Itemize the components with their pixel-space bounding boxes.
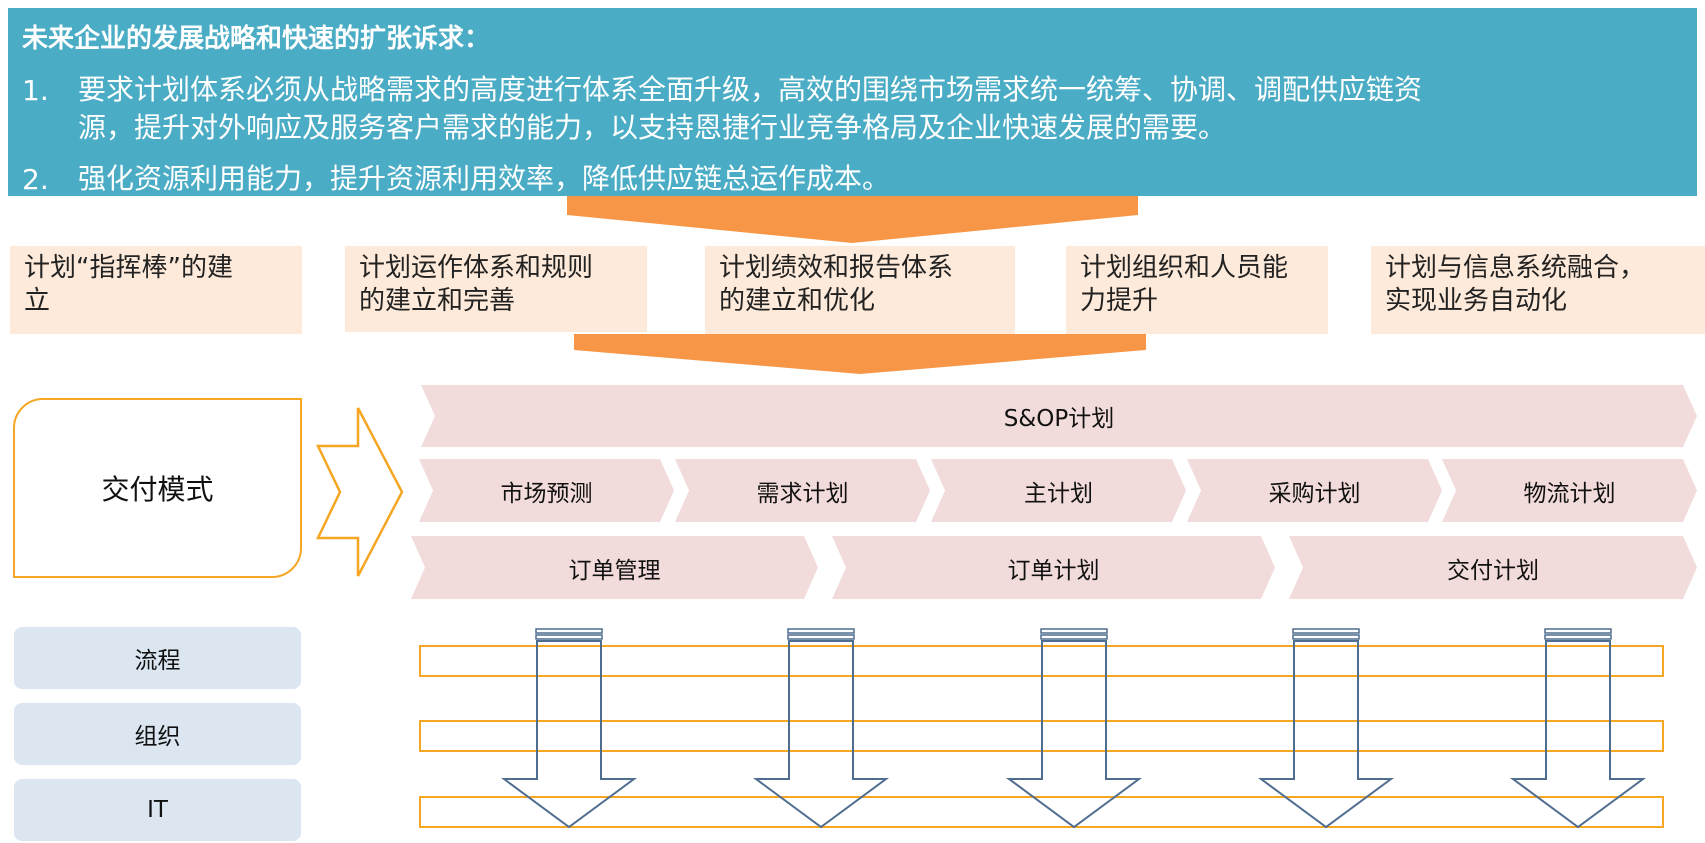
order-chevron-management: 订单管理 [411,536,818,599]
plan-demand-label: 需求计划 [756,480,849,507]
order-chevron-planning: 订单计划 [832,536,1275,599]
down-arrow-5 [1509,628,1647,829]
pillar-performance-line2: 的建立和优化 [719,286,876,316]
top-band [567,196,1138,243]
pillar-performance-line1: 计划绩效和报告体系 [719,253,954,283]
banner-item-2-number: 2. [22,163,49,196]
order-delivery-label: 交付计划 [1447,557,1539,584]
order-chevron-delivery: 交付计划 [1289,536,1697,599]
pillar-operating-line2: 的建立和完善 [359,286,516,316]
plan-chevron-forecast: 市场预测 [419,459,674,522]
plan-purchase-label: 采购计划 [1268,480,1361,507]
down-arrow-3 [1005,628,1143,829]
down-arrow-2 [752,628,890,829]
banner-title: 未来企业的发展战略和快速的扩张诉求： [22,24,491,54]
right-arrow-icon [316,407,404,577]
delivery-model-box: 交付模式 [13,398,302,578]
banner-item-2-line1: 强化资源利用能力，提升资源利用效率，降低供应链总运作成本。 [78,162,891,195]
foundation-it-label: IT [147,797,168,823]
foundation-it: IT [14,779,301,841]
pillar-baton-line1: 计划“指挥棒”的建 [24,253,233,283]
foundation-organization-label: 组织 [134,724,181,750]
foundation-organization: 组织 [14,703,301,765]
plan-master-label: 主计划 [1024,480,1093,507]
banner-item-1-line2: 源，提升对外响应及服务客户需求的能力，以支持恩捷行业竞争格局及企业快速发展的需要… [78,111,1227,144]
plan-logistics-label: 物流计划 [1523,480,1616,507]
pillar-organization-line1: 计划组织和人员能 [1080,253,1289,283]
foundation-process-label: 流程 [134,648,181,674]
pillar-it-line1: 计划与信息系统融合， [1385,253,1646,283]
pillar-it-integration: 计划与信息系统融合， 实现业务自动化 [1371,246,1705,334]
foundation-process: 流程 [14,627,301,689]
pillar-organization-line2: 力提升 [1080,286,1159,316]
banner-item-1-line1: 要求计划体系必须从战略需求的高度进行体系全面升级，高效的围绕市场需求统一统筹、协… [78,73,1423,106]
order-planning-label: 订单计划 [1007,557,1100,584]
down-arrow-4 [1257,628,1395,829]
sop-label: S&OP计划 [1003,406,1115,432]
pillar-baton-line2: 立 [24,286,51,316]
delivery-model-label: 交付模式 [101,473,214,506]
sop-chevron: S&OP计划 [421,385,1697,447]
it-bar [419,796,1664,828]
bottom-band [574,334,1146,374]
pillar-organization: 计划组织和人员能 力提升 [1066,246,1328,334]
plan-forecast-label: 市场预测 [500,480,593,507]
pillar-it-line2: 实现业务自动化 [1385,286,1568,316]
pillar-operating-system: 计划运作体系和规则 的建立和完善 [345,246,647,332]
banner-item-1-number: 1. [22,74,49,107]
plan-chevron-demand: 需求计划 [675,459,930,522]
plan-chevron-logistics: 物流计划 [1442,459,1697,522]
pillar-performance: 计划绩效和报告体系 的建立和优化 [705,246,1015,334]
plan-chevron-master: 主计划 [931,459,1186,522]
order-management-label: 订单管理 [568,557,661,584]
pillar-operating-line1: 计划运作体系和规则 [359,253,594,283]
plan-chevron-purchase: 采购计划 [1187,459,1442,522]
strategy-banner: 未来企业的发展战略和快速的扩张诉求： 1. 要求计划体系必须从战略需求的高度进行… [8,8,1697,196]
pillar-baton: 计划“指挥棒”的建 立 [10,246,302,334]
down-arrow-1 [500,628,638,829]
